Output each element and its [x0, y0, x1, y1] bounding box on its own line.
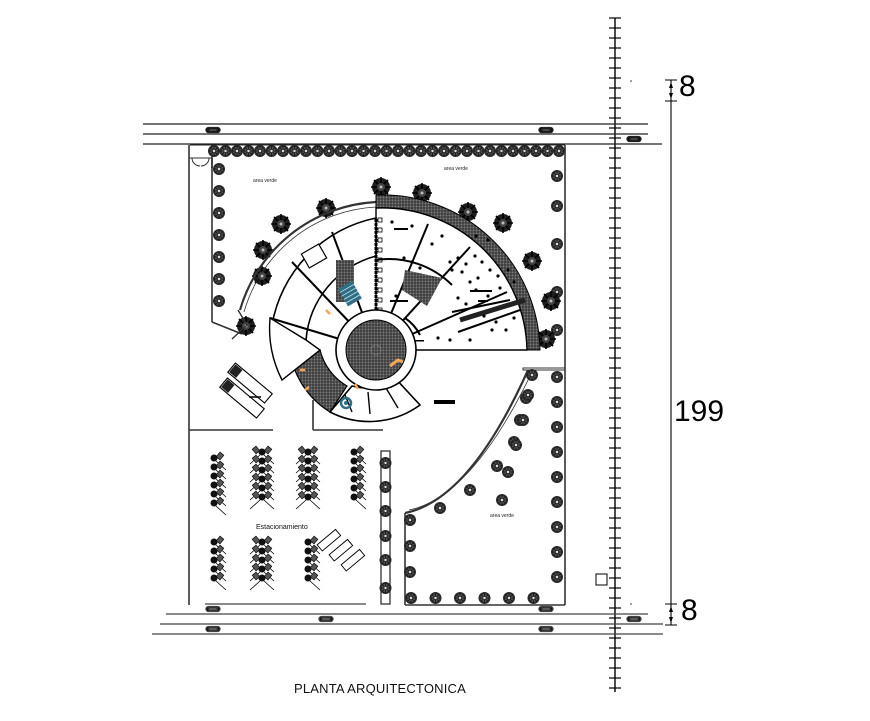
- road-marker-icon: [538, 605, 554, 613]
- parking-divider-strip: [379, 450, 392, 605]
- road-marker-icon: [538, 126, 554, 134]
- road-marker-icon: [205, 126, 221, 134]
- stair-icon: [338, 281, 362, 307]
- label-green-area-southeast: area verde: [490, 513, 514, 519]
- road-marker-icon: [538, 625, 554, 633]
- fixture-icon: [339, 396, 353, 410]
- label-green-area-north: area verde: [444, 166, 468, 172]
- dimension-bottom-offset: 8: [681, 594, 698, 627]
- top-road: [143, 123, 662, 146]
- radial-building: [268, 194, 541, 423]
- trees-right-column: [550, 169, 564, 337]
- central-rotunda: [345, 319, 407, 381]
- bottom-road: [152, 603, 663, 635]
- vertical-scale-ruler: [595, 17, 632, 692]
- dimension-top-offset: 8: [679, 70, 696, 103]
- drawing-title: PLANTA ARQUITECTONICA: [293, 681, 467, 696]
- road-marker-icon: [318, 615, 334, 623]
- road-marker-icon: [205, 625, 221, 633]
- parking-area: [210, 445, 367, 591]
- outer-arc-walls: [231, 200, 377, 340]
- dimension-line: 8 199 8: [665, 70, 724, 627]
- road-marker-icon: [626, 135, 642, 143]
- trees-top-row: [207, 144, 566, 158]
- trees-left-column: [212, 162, 226, 308]
- label-green-area-west: area verde: [253, 178, 277, 184]
- entrance-vehicles: [218, 362, 274, 419]
- trees-lower-right: [403, 368, 564, 605]
- dimension-total-height: 199: [674, 395, 724, 428]
- reference-square: [595, 573, 608, 586]
- label-parking: Estacionamiento: [256, 524, 308, 531]
- road-marker-icon: [626, 615, 642, 623]
- road-marker-icon: [205, 605, 221, 613]
